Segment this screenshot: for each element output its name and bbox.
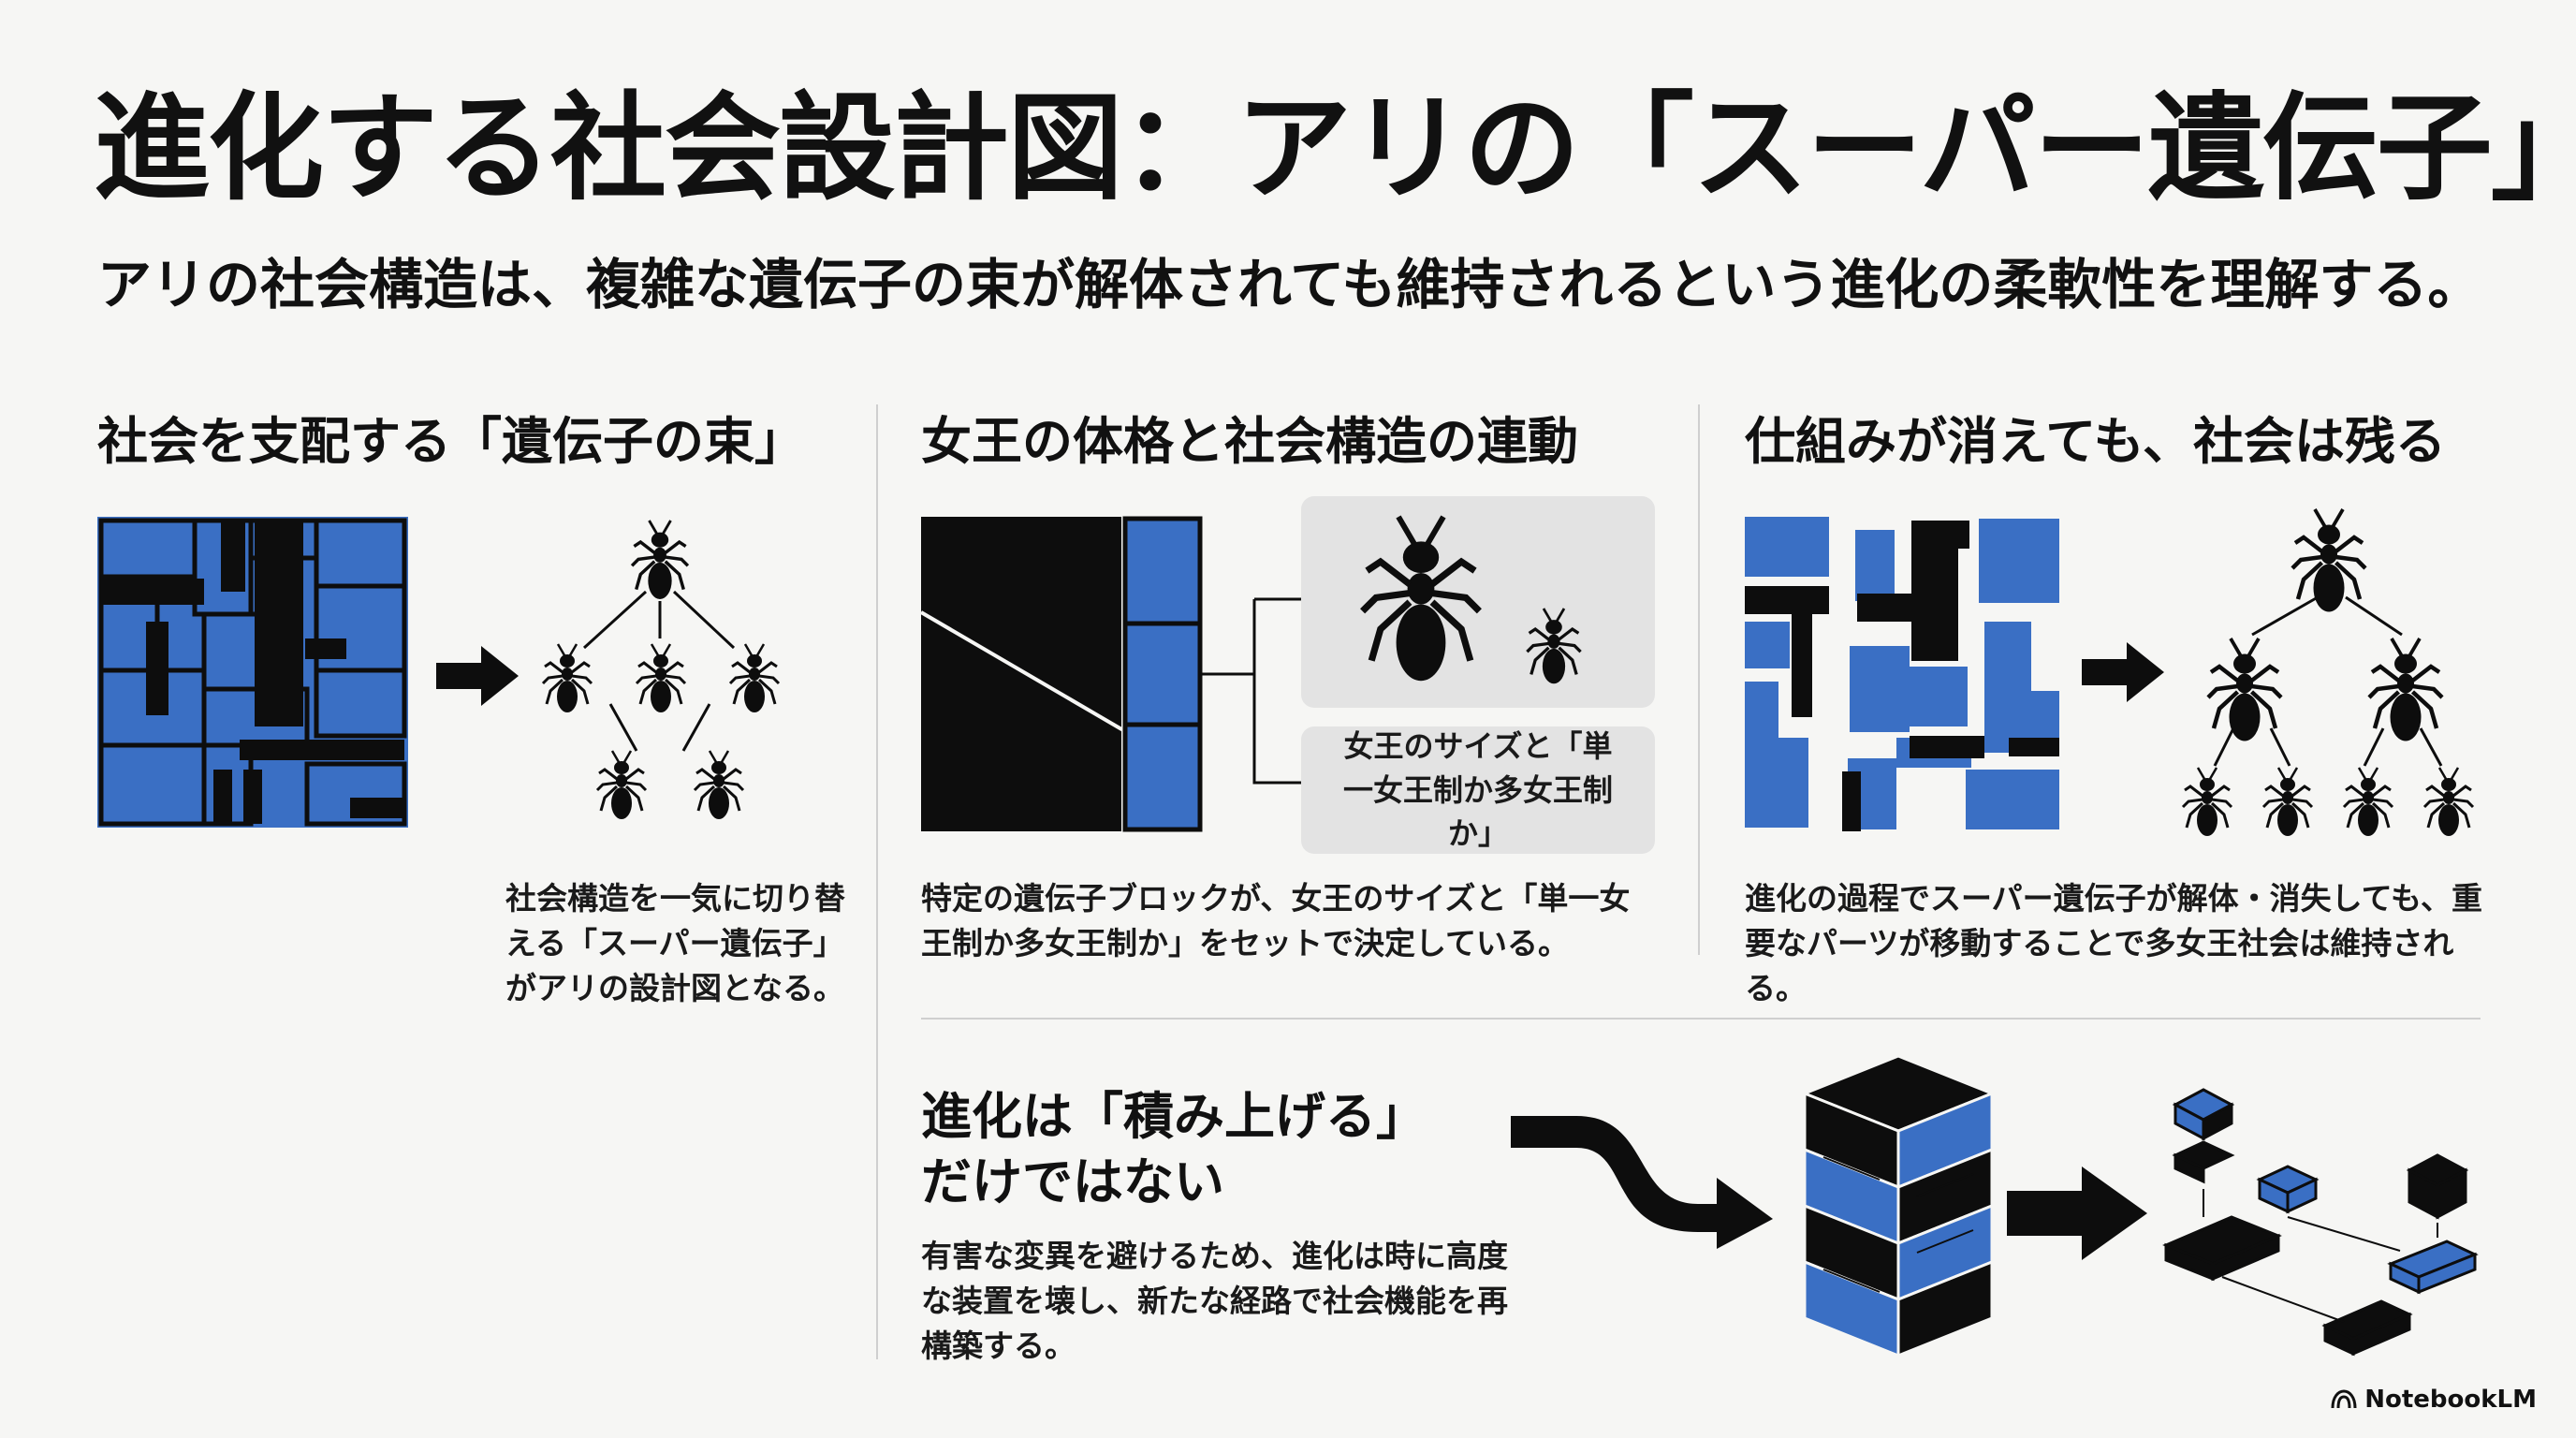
row-divider <box>921 1018 2481 1020</box>
section-3-heading: 仕組みが消えても、社会は残る <box>1745 412 2446 471</box>
section-4-heading: 進化は「積み上げる」だけではない <box>921 1087 1427 1212</box>
block-stack-icon <box>1800 1054 1997 1358</box>
section-1-heading: 社会を支配する「遺伝子の束」 <box>97 412 805 471</box>
ant-family-tree <box>541 519 781 821</box>
brand-label: NotebookLM <box>2364 1386 2537 1414</box>
page-title: 進化する社会設計図：アリの「スーパー遺伝子」 <box>94 81 2576 216</box>
arrow-right-icon <box>2082 642 2164 702</box>
section-4-caption: 有害な変異を避けるため、進化は時に高度な装置を壊し、新たな経路で社会機能を再構築… <box>921 1238 1508 1364</box>
curved-arrow-icon <box>1511 1116 1773 1249</box>
ant-icon <box>2292 509 2365 612</box>
column-divider-2 <box>1698 404 1700 955</box>
notebooklm-logo-icon <box>2331 1389 2357 1409</box>
callout-box: 女王のサイズと「単一女王制か多女王制か」 <box>1301 726 1655 854</box>
ant-icon <box>2181 766 2233 838</box>
ant-icon <box>1525 607 1583 685</box>
column-divider-1 <box>876 404 878 1359</box>
section-1-caption: 社会構造を一気に切り替える「スーパー遺伝子」がアリの設計図となる。 <box>505 880 845 1006</box>
ant-icon <box>2369 638 2442 741</box>
ant-icon <box>2422 766 2475 838</box>
scattered-blocks-icon <box>2162 1088 2479 1357</box>
notebooklm-logo: NotebookLM <box>2331 1386 2537 1414</box>
gene-block-queen-size <box>919 516 1203 832</box>
callout-text: 女王のサイズと「単一女王制か多女王制か」 <box>1342 728 1613 852</box>
section-2-heading: 女王の体格と社会構造の連動 <box>921 412 1578 471</box>
ant-icon <box>1363 517 1480 681</box>
section-2-caption: 特定の遺伝子ブロックが、女王のサイズと「単一女王制か多女王制か」をセットで決定し… <box>921 880 1631 961</box>
ant-icon <box>2261 766 2314 838</box>
queen-size-panel <box>1301 496 1655 708</box>
ant-icon <box>541 519 781 821</box>
queen-ant-icons <box>1301 496 1583 685</box>
multi-queen-ant-tree <box>2181 513 2475 838</box>
section-3-caption: 進化の過程でスーパー遺伝子が解体・消失しても、重要なパーツが移動することで多女王… <box>1745 880 2483 1006</box>
dissolved-gene-block <box>1745 517 2059 831</box>
gene-bundle-block <box>97 517 408 828</box>
arrow-right-icon <box>436 646 519 706</box>
page-subtitle: アリの社会構造は、複雑な遺伝子の束が解体されても維持されるという進化の柔軟性を理… <box>97 253 2482 316</box>
arrow-right-icon <box>2007 1167 2147 1260</box>
bracket-connector <box>1202 597 1305 785</box>
ant-icon <box>2342 766 2394 838</box>
ant-icon <box>2208 638 2281 741</box>
